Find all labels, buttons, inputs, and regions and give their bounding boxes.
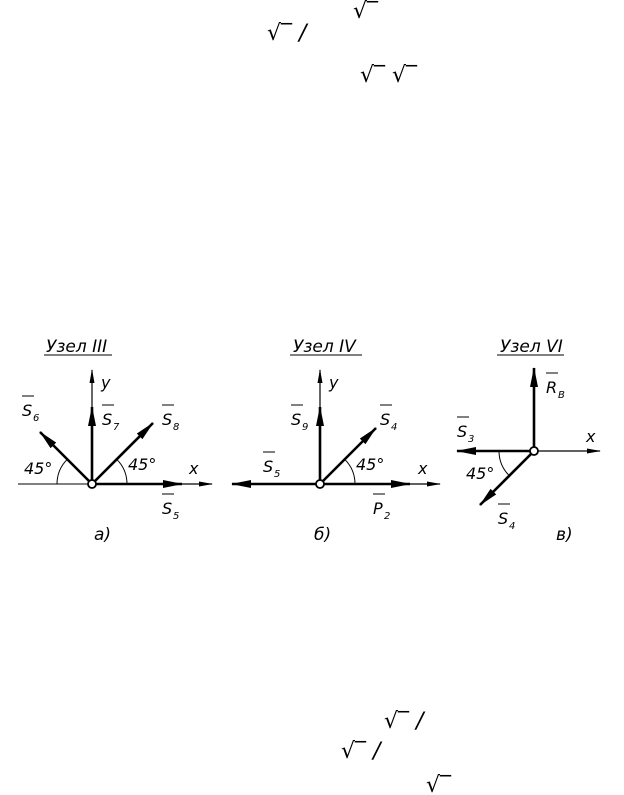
- node-iv-s4-label: S 4: [380, 404, 397, 433]
- node-iv-angle-label: 45°: [356, 455, 384, 474]
- node-iii-x-label: x: [188, 459, 199, 478]
- svg-text:P: P: [373, 499, 383, 518]
- node-vi-s4-label: S 4: [498, 503, 515, 532]
- node-iii-s6-label: S 6: [22, 395, 39, 424]
- node-vi-rb-label: R B: [546, 372, 565, 401]
- svg-text:9: 9: [302, 422, 308, 433]
- node-vi-angle-arc: [498, 450, 510, 477]
- node-iii-s7-label: S 7: [102, 404, 120, 433]
- node-vi-caption: в): [556, 525, 573, 545]
- radical-5: √‾ /: [341, 739, 383, 764]
- radical-3: √‾ √‾: [360, 63, 418, 88]
- node-iv-caption: б): [314, 525, 331, 545]
- svg-text:S: S: [380, 410, 390, 429]
- svg-text:S: S: [22, 401, 32, 420]
- svg-text:S: S: [162, 499, 172, 518]
- node-iv-joint: [315, 479, 325, 489]
- node-iii-angle-arc-right: [116, 458, 128, 485]
- node-iii-y-label: y: [100, 373, 111, 392]
- node-iii-s6-arrow: [39, 431, 93, 485]
- svg-text:4: 4: [509, 521, 515, 532]
- node-iv-x-label: x: [417, 459, 428, 478]
- svg-text:6: 6: [33, 413, 39, 424]
- node-iii-angle-arc-left: [56, 458, 68, 485]
- svg-text:2: 2: [384, 511, 390, 522]
- svg-text:7: 7: [113, 422, 120, 433]
- node-vi-s3-label: S 3: [457, 416, 474, 445]
- node-iii-title: Узел III: [46, 337, 107, 357]
- node-iv-s4-arrow: [319, 427, 377, 485]
- radicals-bottom: √‾ / √‾ / √‾: [341, 709, 452, 795]
- node-iii-s8-label: S 8: [162, 404, 179, 433]
- radical-2: √‾: [353, 0, 379, 24]
- radical-4: √‾ /: [384, 709, 426, 734]
- node-iv-s5-label: S 5: [263, 451, 280, 480]
- radicals-top: √‾ / √‾ √‾ √‾: [267, 0, 418, 88]
- node-vi-angle-label: 45°: [466, 464, 494, 483]
- node-vi: Узел VI 45° x R B S 3 S 4 в): [456, 337, 601, 545]
- node-iv-title: Узел IV: [293, 337, 357, 357]
- node-iii-joint: [87, 479, 97, 489]
- node-iv-p2-label: P 2: [373, 493, 390, 522]
- node-vi-s4-arrow: [479, 450, 535, 506]
- node-iii-caption: а): [94, 525, 111, 545]
- node-iii-angle-right-label: 45°: [128, 455, 156, 474]
- svg-text:4: 4: [391, 422, 397, 433]
- radical-6: √‾: [426, 773, 452, 795]
- node-iii-s8-arrow: [91, 422, 154, 485]
- svg-text:S: S: [498, 509, 508, 528]
- node-vi-joint: [529, 446, 539, 456]
- svg-text:8: 8: [173, 422, 179, 433]
- svg-text:B: B: [558, 390, 565, 401]
- svg-text:S: S: [291, 410, 301, 429]
- svg-text:S: S: [102, 410, 112, 429]
- node-iii-s5-label: S 5: [162, 493, 179, 522]
- node-iv-angle-arc: [344, 458, 356, 485]
- node-vi-title: Узел VI: [500, 337, 563, 357]
- node-vi-x-label: x: [585, 427, 596, 446]
- svg-text:S: S: [263, 457, 273, 476]
- svg-text:5: 5: [274, 469, 280, 480]
- svg-text:S: S: [457, 422, 467, 441]
- node-iv-s9-label: S 9: [291, 404, 308, 433]
- node-iii: Узел III 45° 45° y x S 6 S 7: [18, 337, 213, 545]
- svg-text:3: 3: [468, 434, 474, 445]
- svg-text:R: R: [546, 378, 557, 397]
- node-iii-angle-left-label: 45°: [24, 459, 52, 478]
- svg-text:S: S: [162, 410, 172, 429]
- svg-text:5: 5: [173, 511, 179, 522]
- radical-1: √‾ /: [267, 21, 309, 46]
- node-iv: Узел IV 45° y x S 9 S 4 S 5: [231, 337, 441, 545]
- node-iv-y-label: y: [328, 373, 339, 392]
